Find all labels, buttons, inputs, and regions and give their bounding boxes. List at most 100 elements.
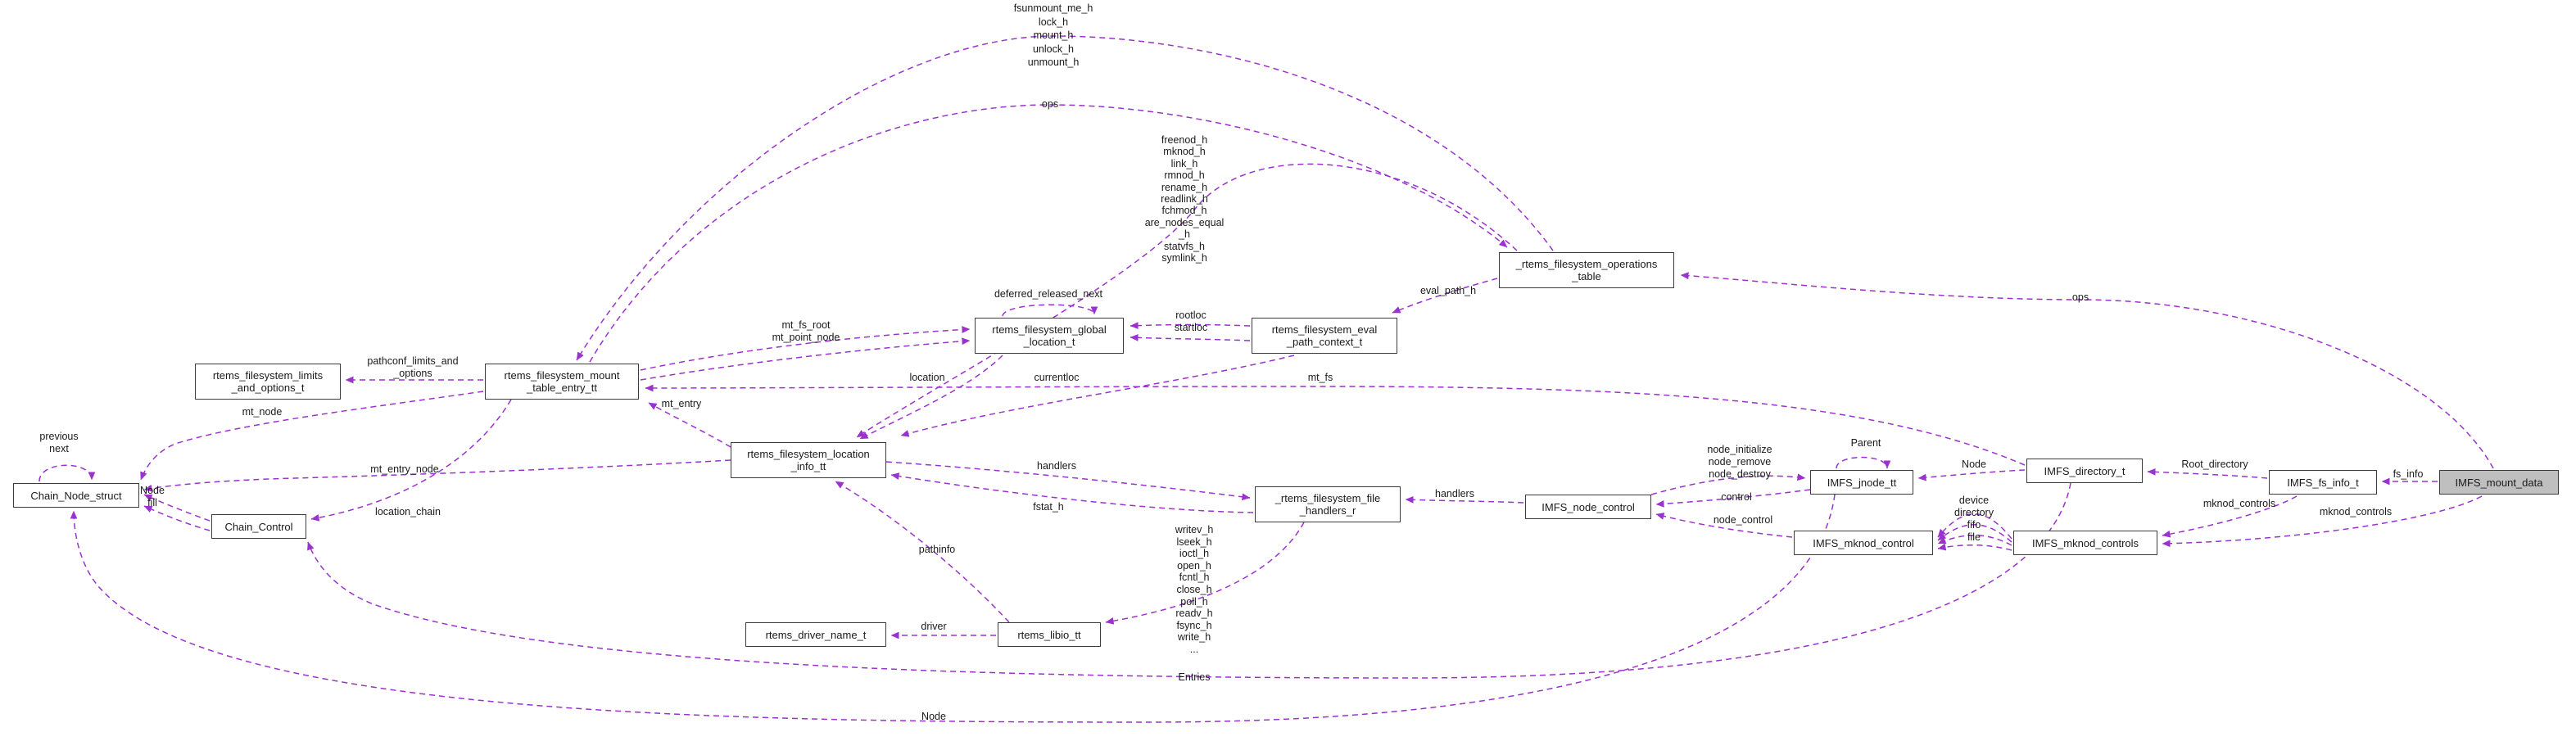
node-label: _table	[1572, 270, 1601, 282]
edge-label-line: lock_h	[1038, 16, 1069, 28]
edge-label-line: _h	[1179, 228, 1190, 241]
edge-label-line: fs_info	[2393, 468, 2424, 480]
edge-label-line: next	[49, 442, 69, 454]
node-IMFS_jnode_tt[interactable]: IMFS_jnode_tt	[1810, 470, 1913, 495]
node-label: Chain_Control	[224, 520, 293, 533]
edge-label-location-chain: location_chain	[375, 506, 441, 518]
edge-label-line: mt_node	[242, 406, 283, 418]
node-label: IMFS_node_control	[1542, 500, 1635, 513]
edge-label-line: mknod_controls	[2203, 498, 2276, 509]
edge-operations-to-location-info-group	[856, 163, 1518, 438]
edge-fs-info-mknod-controls	[2162, 495, 2298, 538]
edge-label-mt-fs: mt_fs	[1308, 372, 1333, 384]
edge-label-line: Node	[1962, 459, 1986, 470]
edge-label-mt-entry-node: mt_entry_node	[370, 463, 438, 476]
edge-label-line: Node	[140, 485, 165, 496]
node-_rtems_filesystem_file_handlers_r[interactable]: _rtems_filesystem_file_handlers_r	[1255, 486, 1401, 522]
node-label: IMFS_mknod_controls	[2031, 536, 2139, 549]
edge-label-line: readv_h	[1175, 608, 1213, 620]
edge-label-line: file	[1967, 531, 1981, 543]
node-IMFS_mount_data: IMFS_mount_data	[2439, 470, 2559, 495]
edge-label-line: symlink_h	[1161, 252, 1207, 264]
node-rtems_filesystem_mount_table_entry_tt[interactable]: rtems_filesystem_mount_table_entry_tt	[485, 364, 639, 400]
edge-label-line: driver	[921, 621, 947, 632]
edge-mknod-controls-file	[1937, 543, 2012, 551]
node-Chain_Control[interactable]: Chain_Control	[211, 514, 306, 539]
edge-libio-pathinfo	[835, 481, 1010, 623]
edge-jnode-chain-node	[70, 494, 1836, 723]
edge-label-line: mknod_controls	[2319, 506, 2393, 517]
node-label: rtems_driver_name_t	[765, 628, 867, 641]
edge-label-mt-entry: mt_entry	[662, 398, 702, 410]
edge-label-line: node_remove	[1708, 455, 1772, 468]
edge-label-line: node_destroy	[1709, 468, 1771, 480]
edge-label-driver: driver	[921, 621, 946, 633]
node-label: rtems_libio_tt	[1017, 628, 1081, 641]
edge-label-line: currentloc	[1034, 372, 1080, 383]
edge-mount-entry-mt-point-node	[640, 337, 971, 381]
edge-location-info-mt-entry-node	[143, 459, 731, 492]
node-Chain_Node_struct[interactable]: Chain_Node_struct	[13, 483, 139, 508]
edge-location-info-handlers	[885, 461, 1251, 501]
edge-mount-data-mknod-controls	[2162, 495, 2483, 548]
edge-label-control: control	[1721, 491, 1752, 504]
edge-label-line: Parent	[1850, 437, 1881, 449]
edge-label-fs-info: fs_info	[2393, 468, 2424, 481]
edge-operations-eval-path	[1392, 278, 1498, 314]
edge-label-line: ioctl_h	[1179, 548, 1210, 560]
edge-label-line: ...	[1189, 643, 1199, 655]
node-rtems_libio_tt[interactable]: rtems_libio_tt	[998, 622, 1101, 647]
node-IMFS_mknod_control[interactable]: IMFS_mknod_control	[1794, 531, 1933, 555]
node-rtems_filesystem_location_info_tt[interactable]: rtems_filesystem_location_info_tt	[731, 442, 886, 478]
edge-mount-data-ops	[1680, 272, 2494, 469]
edge-chain-control-fill	[143, 505, 211, 531]
edge-label-line: fill	[147, 496, 157, 508]
node-rtems_driver_name_t[interactable]: rtems_driver_name_t	[745, 622, 886, 647]
node-label: Chain_Node_struct	[30, 489, 122, 502]
node-IMFS_node_control[interactable]: IMFS_node_control	[1525, 495, 1651, 519]
edge-label-line: unmount_h	[1027, 56, 1080, 69]
node-rtems_filesystem_global_location_t[interactable]: rtems_filesystem_global_location_t	[975, 318, 1124, 354]
node-rtems_filesystem_limits_and_options_t[interactable]: rtems_filesystem_limits_and_options_t	[195, 364, 341, 400]
edge-label-line: mount_h	[1033, 29, 1074, 42]
edge-mount-entry-location-chain	[310, 399, 512, 522]
edge-label-line: location_chain	[375, 506, 441, 517]
edge-label-line: unlock_h	[1032, 43, 1075, 55]
node-label: IMFS_directory_t	[2044, 464, 2126, 477]
node-label: _location_t	[1023, 336, 1075, 348]
edge-label-line: readlink_h	[1161, 193, 1208, 206]
node-_rtems_filesystem_operations_table[interactable]: _rtems_filesystem_operations_table	[1499, 252, 1674, 288]
edge-label-line: fifo	[1967, 519, 1981, 531]
node-label: _handlers_r	[1299, 504, 1356, 517]
node-label: rtems_filesystem_global	[992, 323, 1107, 336]
edge-label-line: freenod_h	[1161, 134, 1208, 146]
node-label: _table_entry_tt	[526, 382, 597, 394]
edge-label-currentloc: currentloc	[1034, 372, 1080, 384]
node-IMFS_mknod_controls[interactable]: IMFS_mknod_controls	[2013, 531, 2157, 555]
edge-label-line: rename_h	[1161, 181, 1208, 193]
edge-label-line: deferred_released_next	[994, 288, 1103, 300]
edge-label-line: mt_entry_node	[370, 463, 439, 475]
node-label: rtems_filesystem_limits	[212, 369, 324, 382]
node-label: _rtems_filesystem_operations	[1515, 258, 1658, 270]
edge-label-line: pathconf_limits_and	[367, 355, 459, 367]
edge-label-mknod-controls-left: mknod_controls	[2203, 498, 2275, 510]
edge-label-line: fstat_h	[1033, 501, 1064, 513]
edge-label-line: ops	[2071, 291, 2089, 303]
edge-label-line: Root_directory	[2181, 459, 2248, 470]
edge-location-info-mt-entry	[648, 402, 731, 448]
edge-label-line: fsunmount_me_h	[1013, 2, 1093, 14]
edge-label-line: mt_point_node	[772, 331, 840, 343]
edge-chain-node-self-prev-next	[38, 464, 96, 482]
node-IMFS_fs_info_t[interactable]: IMFS_fs_info_t	[2269, 470, 2377, 495]
edge-label-line: node_control	[1713, 514, 1773, 526]
node-rtems_filesystem_eval_path_context_t[interactable]: rtems_filesystem_eval_path_context_t	[1252, 318, 1397, 354]
node-IMFS_directory_t[interactable]: IMFS_directory_t	[2026, 459, 2143, 483]
edge-label-line: mt_entry	[661, 398, 702, 409]
